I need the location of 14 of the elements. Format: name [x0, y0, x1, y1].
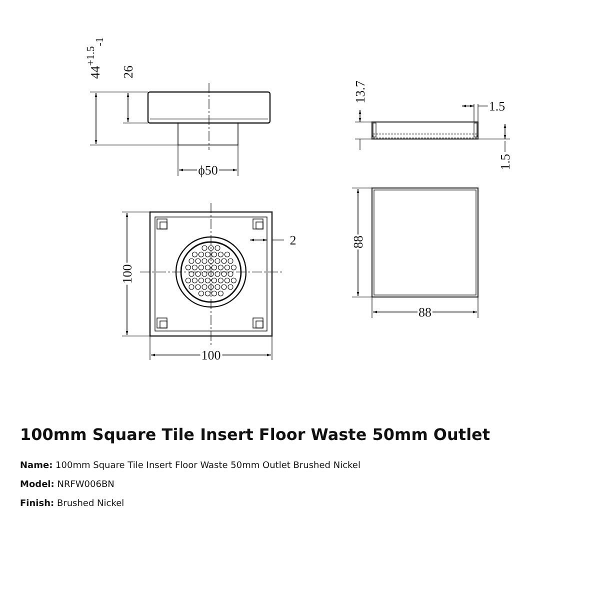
- dimension-value: 88: [352, 234, 364, 250]
- spec-text: Finish: Brushed Nickel: [20, 499, 124, 509]
- title-heading: 100mm Square Tile Insert Floor Waste 50mm Outlet: [20, 425, 490, 444]
- dimension-value: 88: [418, 306, 432, 318]
- dimension-value: 100: [120, 263, 134, 285]
- dimension-value: 1.5: [498, 152, 512, 172]
- dimension-value: 26: [122, 64, 134, 80]
- spec-text: Model: NRFW006BN: [20, 480, 114, 490]
- spec-text: Name: 100mm Square Tile Insert Floor Waste 50mm Outlet Brushed Nickel: [20, 461, 360, 471]
- dimension-value: 13.7: [354, 80, 366, 104]
- dimension-value: 100: [200, 348, 222, 362]
- dimension-value: 1.5: [488, 100, 506, 112]
- dimension-value: ϕ50: [197, 164, 219, 176]
- dimension-value: 2: [288, 234, 298, 246]
